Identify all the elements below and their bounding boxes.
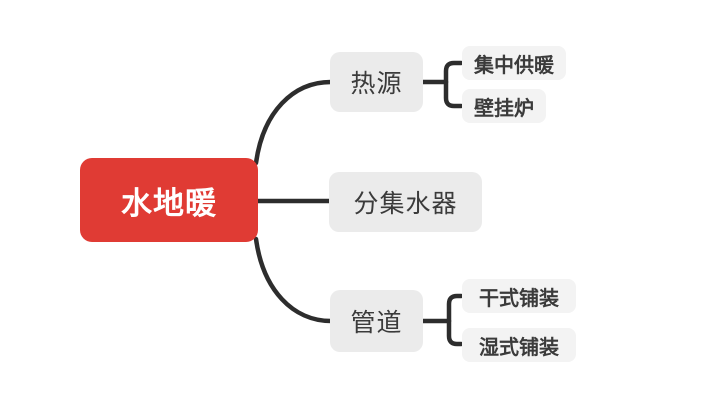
child-node-dry-installation[interactable]: 干式铺装 (462, 279, 576, 313)
connector-root-to-pipe (253, 236, 334, 324)
child-node-wet-installation[interactable]: 湿式铺装 (462, 328, 576, 362)
root-node-water-floor-heating[interactable]: 水地暖 (80, 158, 258, 242)
branch-node-pipe[interactable]: 管道 (330, 290, 423, 352)
connector-heat-source-bracket (443, 60, 464, 109)
connector-pipe-bracket (446, 293, 464, 347)
branch-node-manifold[interactable]: 分集水器 (329, 172, 482, 232)
child-node-central-heating[interactable]: 集中供暖 (462, 46, 566, 80)
branch-node-heat-source[interactable]: 热源 (330, 52, 423, 112)
connector-root-to-heat-source (253, 79, 334, 166)
child-node-wall-hung-boiler[interactable]: 壁挂炉 (462, 89, 546, 123)
